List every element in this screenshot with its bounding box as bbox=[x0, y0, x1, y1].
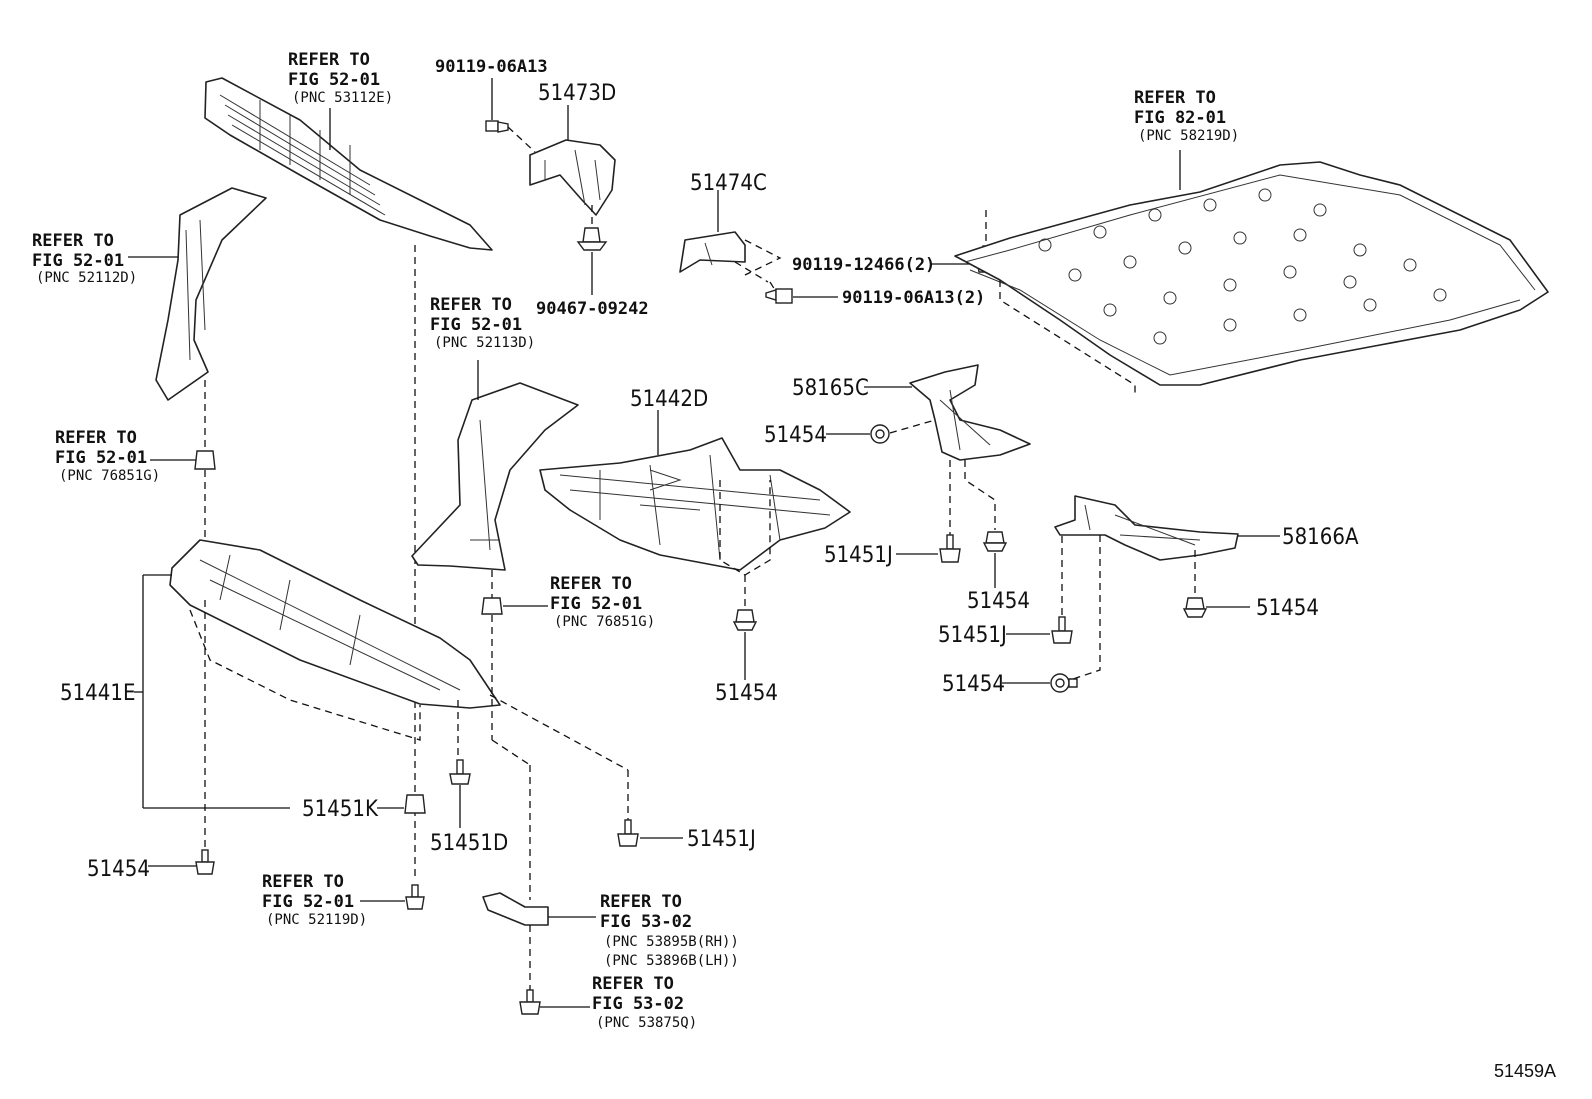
cover-51474c bbox=[679, 231, 746, 273]
screw-51451j-right bbox=[1051, 616, 1073, 644]
clip-51454-shield-right bbox=[982, 531, 1008, 552]
label-51451k: 51451K bbox=[302, 797, 379, 822]
label-51454-d: 51454 bbox=[942, 672, 1005, 697]
bracket-51473d bbox=[529, 139, 616, 216]
bracket-53895b bbox=[482, 892, 549, 926]
svg-text:REFER TO: REFER TO bbox=[262, 872, 344, 892]
fender-liner-center bbox=[411, 382, 579, 571]
label-51474c: 51474C bbox=[690, 171, 767, 196]
retainer-51451k bbox=[404, 794, 426, 814]
label-51454-c: 51454 bbox=[1256, 596, 1319, 621]
label-90119-06a13: 90119-06A13 bbox=[435, 57, 548, 77]
svg-text:(PNC 53895B(RH)): (PNC 53895B(RH)) bbox=[604, 934, 739, 950]
svg-text:FIG 52-01: FIG 52-01 bbox=[32, 251, 124, 271]
svg-text:FIG 52-01: FIG 52-01 bbox=[55, 448, 147, 468]
svg-text:FIG 52-01: FIG 52-01 bbox=[262, 892, 354, 912]
label-51454-e: 51454 bbox=[715, 681, 778, 706]
floor-cover bbox=[954, 161, 1549, 386]
label-51454-a: 51454 bbox=[764, 423, 827, 448]
svg-text:(PNC 53896B(LH)): (PNC 53896B(LH)) bbox=[604, 953, 739, 969]
label-90119-12466-2: 90119-12466(2) bbox=[792, 255, 935, 275]
label-51442d: 51442D bbox=[630, 387, 708, 412]
screw-51451d bbox=[449, 759, 471, 785]
fender-liner-center-ref-label: REFER TO FIG 52-01 (PNC 52113D) bbox=[430, 295, 535, 351]
cover-51441e bbox=[169, 539, 501, 741]
clip-51454-bottom-left bbox=[195, 849, 215, 875]
label-90119-06a13-2: 90119-06A13(2) bbox=[842, 288, 985, 308]
bolt-90119-06a13-top bbox=[485, 120, 509, 133]
clip-76851g-left-ref-label: REFER TO FIG 52-01 (PNC 76851G) bbox=[55, 428, 160, 484]
shield-58166a bbox=[1054, 495, 1239, 561]
svg-text:(PNC 76851G): (PNC 76851G) bbox=[554, 614, 655, 630]
svg-text:REFER TO: REFER TO bbox=[55, 428, 137, 448]
label-90467-09242: 90467-09242 bbox=[536, 299, 649, 319]
screw-53875q bbox=[519, 989, 541, 1015]
clip-90467-09242 bbox=[576, 227, 608, 251]
svg-text:(PNC 52113D): (PNC 52113D) bbox=[434, 335, 535, 351]
svg-text:REFER TO: REFER TO bbox=[430, 295, 512, 315]
svg-text:FIG 53-02: FIG 53-02 bbox=[600, 912, 692, 932]
svg-text:REFER TO: REFER TO bbox=[592, 974, 674, 994]
grille-ref-label: REFER TO FIG 52-01 (PNC 53112E) bbox=[288, 50, 393, 106]
label-58165c: 58165C bbox=[792, 376, 869, 401]
bolt-52119d-ref-label: REFER TO FIG 52-01 (PNC 52119D) bbox=[262, 872, 367, 928]
clip-51454-center bbox=[732, 609, 758, 631]
svg-text:(PNC 58219D): (PNC 58219D) bbox=[1138, 128, 1239, 144]
svg-text:FIG 52-01: FIG 52-01 bbox=[550, 594, 642, 614]
svg-text:(PNC 53875Q): (PNC 53875Q) bbox=[596, 1015, 697, 1031]
svg-text:FIG 53-02: FIG 53-02 bbox=[592, 994, 684, 1014]
svg-text:(PNC 52112D): (PNC 52112D) bbox=[36, 270, 137, 286]
bolt-90119-06a13-2 bbox=[765, 288, 793, 304]
svg-text:(PNC 53112E): (PNC 53112E) bbox=[292, 90, 393, 106]
svg-text:REFER TO: REFER TO bbox=[288, 50, 370, 70]
label-51473d: 51473D bbox=[538, 81, 616, 106]
clip-76851g-center bbox=[481, 597, 503, 615]
label-51454-b: 51454 bbox=[967, 589, 1030, 614]
bracket-53895b-ref-label: REFER TO FIG 53-02 (PNC 53895B(RH)) (PNC… bbox=[600, 892, 739, 969]
grille-assembly bbox=[204, 77, 493, 251]
screw-51451j-bottom bbox=[617, 819, 639, 847]
svg-text:FIG 82-01: FIG 82-01 bbox=[1134, 108, 1226, 128]
clip-51454-right bbox=[1182, 597, 1208, 618]
label-51451j-b: 51451J bbox=[938, 623, 1007, 648]
label-51454-f: 51454 bbox=[87, 857, 150, 882]
svg-text:REFER TO: REFER TO bbox=[550, 574, 632, 594]
clip-51454-lower-right bbox=[1050, 673, 1078, 693]
clip-76851g-left bbox=[194, 450, 216, 470]
clip-76851g-center-ref-label: REFER TO FIG 52-01 (PNC 76851G) bbox=[550, 574, 655, 630]
label-51451d: 51451D bbox=[430, 831, 508, 856]
svg-text:FIG 52-01: FIG 52-01 bbox=[430, 315, 522, 335]
label-51451j-a: 51451J bbox=[824, 543, 893, 568]
fender-liner-left-ref-label: REFER TO FIG 52-01 (PNC 52112D) bbox=[32, 231, 137, 286]
svg-text:(PNC 52119D): (PNC 52119D) bbox=[266, 912, 367, 928]
label-51441e: 51441E bbox=[60, 681, 135, 706]
bolt-52119d bbox=[405, 884, 425, 910]
screw-51451j-shield bbox=[939, 534, 961, 563]
shield-58165c bbox=[909, 364, 1031, 461]
floor-cover-ref-label: REFER TO FIG 82-01 (PNC 58219D) bbox=[1134, 88, 1239, 144]
svg-text:REFER TO: REFER TO bbox=[32, 231, 114, 251]
label-51451j-c: 51451J bbox=[687, 827, 756, 852]
svg-text:REFER TO: REFER TO bbox=[600, 892, 682, 912]
screw-53875q-ref-label: REFER TO FIG 53-02 (PNC 53875Q) bbox=[592, 974, 697, 1031]
cover-51442d bbox=[539, 437, 851, 571]
svg-text:(PNC 76851G): (PNC 76851G) bbox=[59, 468, 160, 484]
clip-51454-shield-left bbox=[870, 424, 890, 444]
svg-text:FIG 52-01: FIG 52-01 bbox=[288, 70, 380, 90]
svg-text:REFER TO: REFER TO bbox=[1134, 88, 1216, 108]
fender-liner-left bbox=[155, 187, 267, 401]
label-58166a: 58166A bbox=[1282, 525, 1359, 550]
figure-id: 51459A bbox=[1494, 1061, 1556, 1081]
